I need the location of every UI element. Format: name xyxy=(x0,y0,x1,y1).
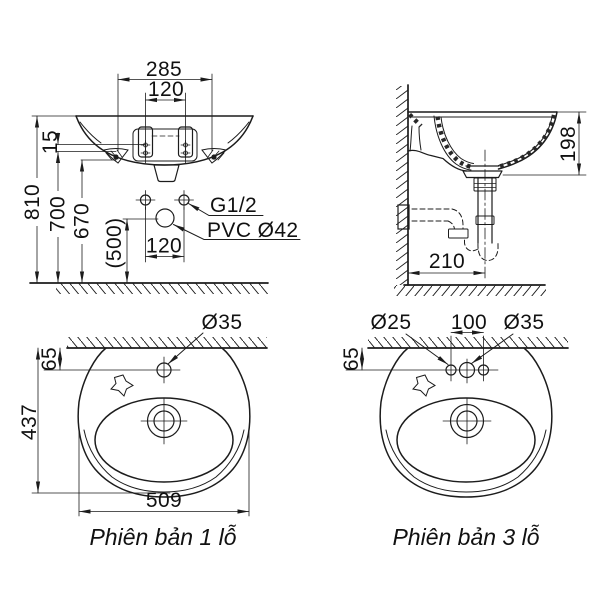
dim-15: 15 xyxy=(39,130,62,154)
caption-1-hole: Phiên bản 1 lỗ xyxy=(89,523,236,550)
basin-section xyxy=(407,111,558,172)
top1-wall-hatch xyxy=(67,337,267,348)
side-dimension-lines xyxy=(407,111,582,276)
overflow-mark xyxy=(110,374,134,397)
side-extension-lines xyxy=(502,111,587,176)
top3-wall-hatch xyxy=(368,337,568,348)
overflow-mark xyxy=(412,374,436,397)
front-floor-hatch xyxy=(56,283,268,294)
hanger-plate xyxy=(132,92,198,164)
top3-dimension-lines xyxy=(359,330,514,371)
dim-65-1hole: 65 xyxy=(38,347,61,371)
side-floor-hatch xyxy=(394,285,546,296)
front-view: 285 120 810 700 670 15 (500) 120 G1/2 PV… xyxy=(21,58,301,294)
p-trap xyxy=(397,204,499,262)
dim-437: 437 xyxy=(18,404,41,440)
basin-front-outline xyxy=(75,115,254,183)
side-view: 198 210 xyxy=(394,84,587,296)
dim-670: 670 xyxy=(71,203,94,239)
dim-65-3hole: 65 xyxy=(340,347,363,371)
dim-509: 509 xyxy=(146,489,182,512)
fixing-pocket-left xyxy=(103,148,129,164)
dim-500: (500) xyxy=(103,217,126,268)
dim-120-top: 120 xyxy=(148,78,184,101)
label-drain-pvc42: PVC Ø42 xyxy=(207,219,299,242)
dim-285: 285 xyxy=(146,58,182,81)
dim-120-bottom: 120 xyxy=(146,235,182,258)
dim-210: 210 xyxy=(429,250,465,273)
caption-3-hole: Phiên bản 3 lỗ xyxy=(392,523,539,550)
dim-d35-3hole: Ø35 xyxy=(504,311,545,334)
side-wall-hatch xyxy=(396,86,408,285)
top1-extension-lines xyxy=(31,356,250,517)
dim-198: 198 xyxy=(557,126,580,162)
front-extension-lines xyxy=(31,73,213,263)
top-view-3-hole: Ø25 100 Ø35 65 Phiên bản 3 lỗ xyxy=(340,311,569,550)
dim-d35-1hole: Ø35 xyxy=(202,311,243,334)
label-supply-g12: G1/2 xyxy=(210,194,257,217)
drain-tailpipe xyxy=(462,149,503,280)
wall-pipe-flange xyxy=(397,204,410,230)
top3-extension-lines xyxy=(345,335,499,445)
dim-d25: Ø25 xyxy=(371,311,412,334)
top1-dimension-lines xyxy=(35,332,250,514)
dim-100: 100 xyxy=(451,311,487,334)
top-view-1-hole: Ø35 65 437 509 Phiên bản 1 lỗ xyxy=(18,311,268,550)
supply-drain-points xyxy=(135,190,194,228)
fixing-pocket-right xyxy=(201,148,227,164)
dim-700: 700 xyxy=(47,196,70,232)
dim-810: 810 xyxy=(21,184,44,220)
hanger-bolt-holes xyxy=(140,140,191,158)
